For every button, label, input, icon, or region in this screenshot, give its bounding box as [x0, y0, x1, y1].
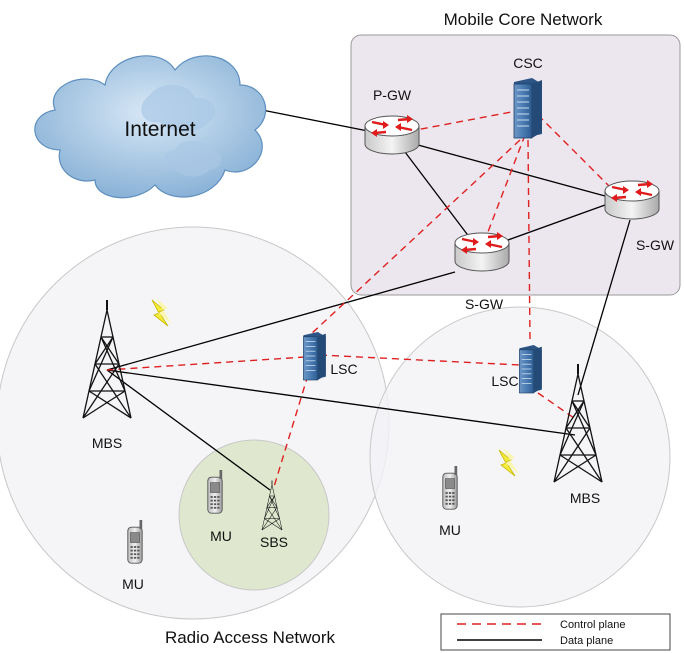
ctrl-csc-sgw-center [482, 134, 526, 246]
link-internet-pgw [261, 109, 369, 132]
legend-box [440, 613, 671, 651]
lsc-right-label: LSC [491, 373, 518, 389]
link-sgw-right-mbs-right [577, 219, 631, 396]
link-sgw-center-sgw-right [507, 204, 606, 241]
ctrl-csc-pgw [399, 109, 523, 134]
macro-cell-right [369, 306, 671, 608]
server-rack-icon [513, 77, 543, 139]
ctrl-lsc-left-lsc-right [319, 354, 521, 366]
ctrl-lsc-right-mbs-right [537, 392, 575, 419]
pgw-label: P-GW [373, 87, 412, 103]
link-mbs-left-mbs-right [106, 369, 576, 436]
legend-control-label: Control plane [560, 619, 625, 631]
sgw-right-label: S-GW [636, 237, 675, 253]
server-rack-icon [519, 344, 543, 394]
lsc-left-label: LSC [330, 361, 357, 377]
legend-data-label: Data plane [560, 635, 613, 647]
mu-small-cell-label: MU [210, 528, 232, 544]
link-sgw-center-mbs-left [106, 271, 456, 371]
radio-access-network-label: Radio Access Network [165, 628, 336, 647]
sgw-center-label: S-GW [465, 296, 504, 312]
internet-cloud-icon [34, 55, 267, 199]
ctrl-csc-sgw-right [537, 114, 616, 193]
ctrl-csc-lsc-right [527, 139, 531, 341]
mu-right-label: MU [439, 522, 461, 538]
router-icon [453, 230, 511, 273]
mbs-right-label: MBS [570, 490, 600, 506]
mobile-core-network-title: Mobile Core Network [444, 10, 603, 29]
router-icon [363, 113, 421, 156]
link-pgw-sgw-center [404, 151, 471, 239]
control-plane-links [106, 109, 616, 491]
legend: Control plane Data plane [440, 613, 671, 651]
ctrl-lsc-left-mbs-left [106, 356, 306, 371]
mbs-left-label: MBS [92, 435, 122, 451]
data-plane-links [106, 109, 631, 491]
mu-left-label: MU [122, 576, 144, 592]
mobile-core-network-box [350, 34, 681, 296]
ctrl-lsc-left-sbs [272, 374, 309, 491]
csc-label: CSC [513, 55, 543, 71]
router-icon [603, 178, 661, 221]
small-cell [178, 439, 330, 591]
sbs-label: SBS [260, 534, 288, 550]
server-rack-icon [302, 331, 327, 381]
internet-label: Internet [124, 118, 195, 141]
link-mbs-left-sbs [106, 369, 271, 491]
